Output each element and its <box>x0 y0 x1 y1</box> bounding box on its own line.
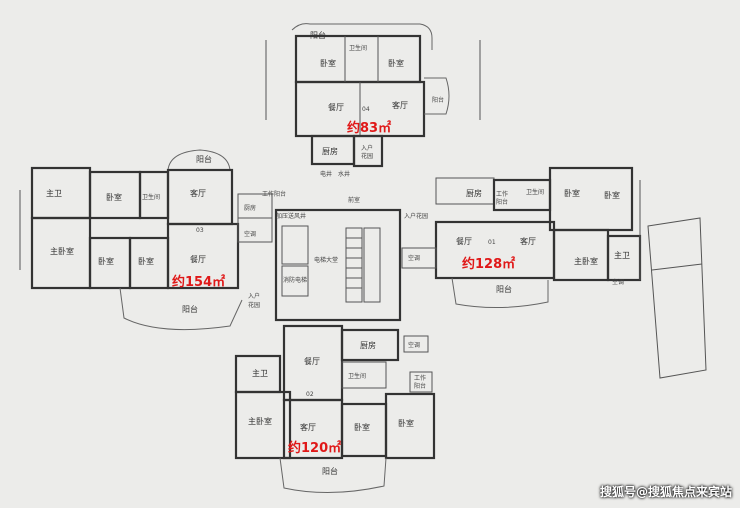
water-well-top: 水井 <box>338 170 350 178</box>
u01-bathroom: 卫生间 <box>526 188 544 196</box>
u02-dining: 餐厅 <box>304 357 320 366</box>
elec-well-top: 电井 <box>320 170 332 178</box>
u01-kitchen: 厨房 <box>466 188 482 198</box>
u03-living: 客厅 <box>190 188 206 198</box>
unit-04: 阳台 卫生间 卧室 卧室 餐厅 04 客厅 阳台 约83㎡ 厨房 入户 花园 电… <box>291 23 450 178</box>
u04-kitchen: 厨房 <box>322 146 338 156</box>
u03-ac: 空调 <box>244 230 256 238</box>
fire-elevator: 消防电梯 <box>283 276 307 284</box>
u02-work-1: 工作 <box>414 374 426 382</box>
u03-area: 约154㎡ <box>172 274 225 290</box>
u01-living: 客厅 <box>520 236 536 246</box>
u03-balcony-top: 阳台 <box>196 154 212 164</box>
u04-entry-2: 花园 <box>361 152 373 160</box>
u04-area: 约83㎡ <box>347 120 391 136</box>
unit-03: 主卫 卧室 卫生间 阳台 客厅 03 主卧室 卧室 卧室 餐厅 约154㎡ 阳台… <box>30 149 286 331</box>
u02-bedroom-2: 卧室 <box>398 418 414 428</box>
u02-work-2: 阳台 <box>414 382 426 390</box>
u03-bedroom-1: 卧室 <box>106 192 122 202</box>
building-core: 加压送风井 消防电梯 电梯大堂 前室 <box>274 196 402 322</box>
u03-entry-2: 花园 <box>248 301 260 309</box>
u04-bedroom-2: 卧室 <box>388 58 404 68</box>
u02-living: 客厅 <box>300 422 316 432</box>
u01-area: 约128㎡ <box>462 256 515 272</box>
u04-code: 04 <box>362 106 370 113</box>
u03-code: 03 <box>196 227 204 234</box>
u01-bedroom-1: 卧室 <box>564 188 580 198</box>
u03-bedroom-3: 卧室 <box>138 256 154 266</box>
u04-living: 客厅 <box>392 100 408 110</box>
elevator-lobby: 电梯大堂 <box>314 256 338 264</box>
u01-ac-2: 空调 <box>612 278 624 286</box>
u04-bathroom: 卫生间 <box>349 44 367 52</box>
u01-dining: 餐厅 <box>456 237 472 246</box>
u04-balcony: 阳台 <box>310 30 326 40</box>
u01-bedroom-2: 卧室 <box>604 190 620 200</box>
u01-master-bedroom: 主卧室 <box>574 256 598 266</box>
u03-bedroom-2: 卧室 <box>98 256 114 266</box>
u03-balcony: 阳台 <box>182 304 198 314</box>
watermark: 搜狐号@搜狐焦点来宾站 <box>599 485 732 499</box>
u03-kitchen: 厨房 <box>244 204 256 212</box>
unit-01: 厨房 工作 阳台 卫生间 卧室 卧室 入户花园 餐厅 01 客厅 约128㎡ 主… <box>401 166 707 379</box>
u03-work-balcony: 工作阳台 <box>262 190 286 198</box>
u01-work-2: 阳台 <box>496 198 508 206</box>
u01-code: 01 <box>488 239 496 246</box>
u04-dining: 餐厅 <box>328 103 344 112</box>
u01-work-1: 工作 <box>496 190 508 198</box>
u01-master-bath: 主卫 <box>614 250 630 260</box>
u04-bedroom-1: 卧室 <box>320 58 336 68</box>
u02-master-bedroom: 主卧室 <box>248 416 272 426</box>
u02-balcony: 阳台 <box>322 466 338 476</box>
u02-bathroom: 卫生间 <box>348 372 366 380</box>
u02-area: 约120㎡ <box>288 440 341 456</box>
front-room: 前室 <box>348 196 360 204</box>
u02-kitchen: 厨房 <box>360 340 376 350</box>
u01-entry-garden: 入户花园 <box>404 212 428 220</box>
unit-02: 餐厅 厨房 空调 主卫 卫生间 工作 阳台 02 主卧室 卧室 卧室 客厅 约1… <box>234 324 436 494</box>
u02-master-bath: 主卫 <box>252 368 268 378</box>
u04-entry-1: 入户 <box>361 144 373 152</box>
u01-balcony: 阳台 <box>496 284 512 294</box>
u02-ac: 空调 <box>408 341 420 349</box>
u03-entry-1: 入户 <box>248 292 260 300</box>
u02-code: 02 <box>306 391 314 398</box>
u02-bedroom-1: 卧室 <box>354 422 370 432</box>
u03-master-bedroom: 主卧室 <box>50 246 74 256</box>
u03-dining: 餐厅 <box>190 255 206 264</box>
u04-side-balcony: 阳台 <box>432 96 444 104</box>
u03-master-bath: 主卫 <box>46 188 62 198</box>
u03-bathroom: 卫生间 <box>142 193 160 201</box>
dimension-lines <box>19 40 641 280</box>
smoke-shaft: 加压送风井 <box>276 212 306 220</box>
u01-ac: 空调 <box>408 254 420 262</box>
